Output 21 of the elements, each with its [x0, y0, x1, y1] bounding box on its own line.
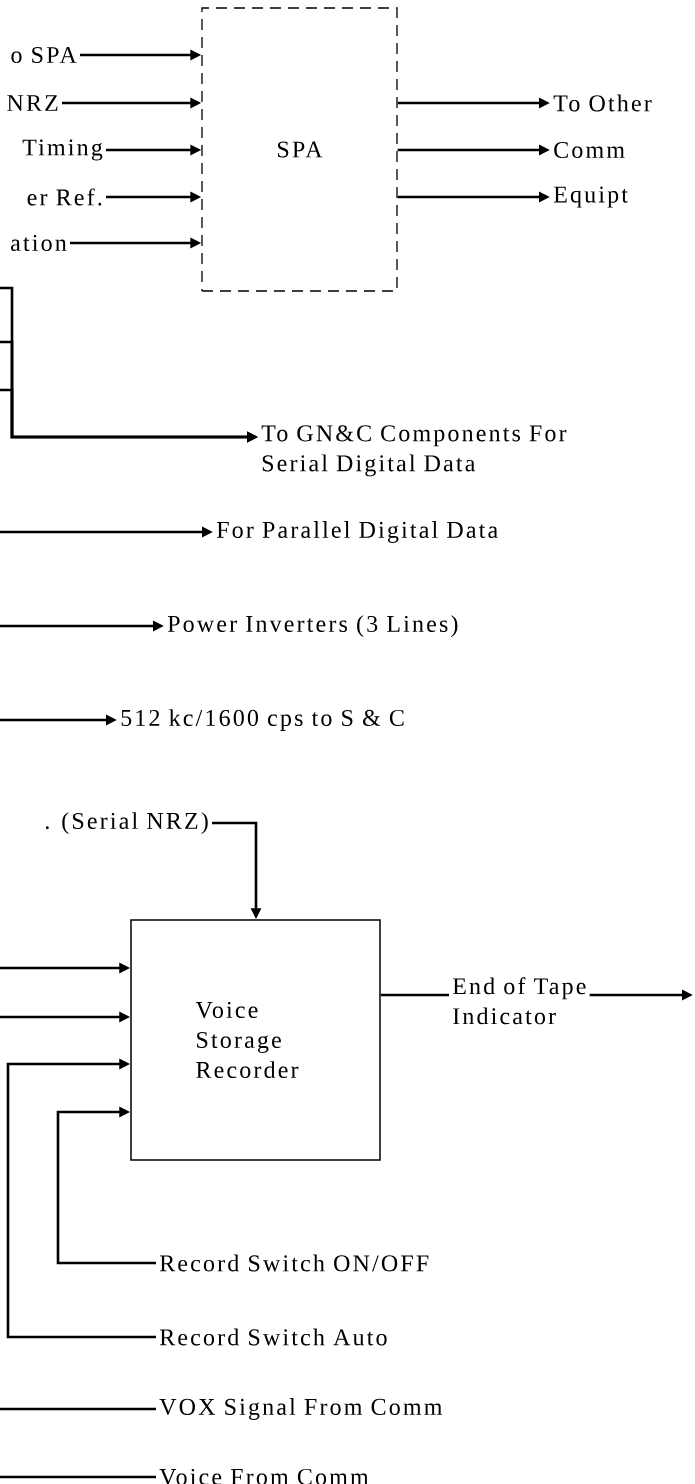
signal-label: 512 kc/1600 cps to S & C: [121, 709, 404, 731]
signal-label: Record Switch ON/OFF: [159, 1254, 429, 1272]
signal-label: . (Serial NRZ): [45, 812, 208, 834]
recorder-box: Voice Storage Recorder: [130, 919, 381, 1161]
arrow: [6, 1058, 156, 1339]
signal-label: To Other: [553, 94, 652, 112]
signal-label: VOX Signal From Comm: [159, 1398, 443, 1420]
processor-box: SPA: [201, 7, 398, 292]
signal-label: Equipt: [553, 186, 628, 208]
signal-label: ation: [11, 234, 67, 252]
signal-label: To GN&C Components For Serial Digital Data: [261, 425, 567, 477]
signal-label: For Parallel Digital Data: [216, 521, 498, 543]
signal-label: Power Inverters (3 Lines): [167, 615, 458, 637]
signal-label: Comm: [554, 141, 625, 159]
signal-label: Record Switch Auto: [159, 1328, 387, 1346]
signal-label: End of Tape Indicator: [452, 977, 586, 1025]
signal-label: NRZ: [7, 95, 58, 111]
signal-label: Timing: [22, 139, 103, 161]
arrow: [56, 1106, 156, 1265]
signal-label: er Ref.: [27, 188, 102, 206]
signal-label: o SPA: [11, 46, 77, 64]
